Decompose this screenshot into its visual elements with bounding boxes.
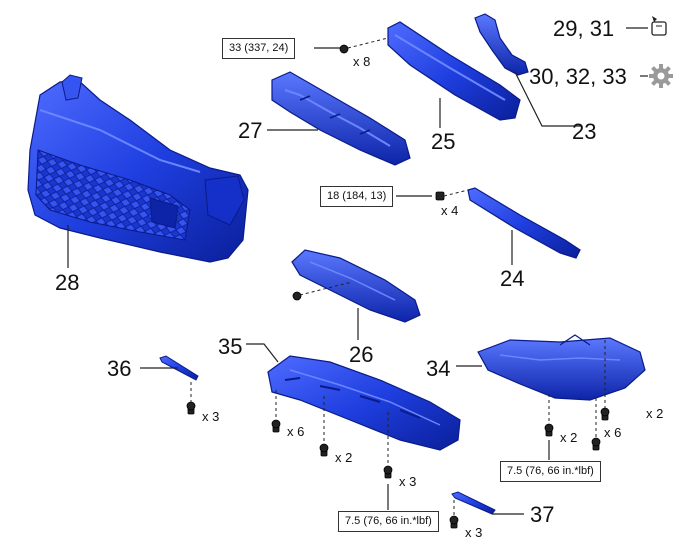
qty-bolt-25: x 8: [353, 54, 371, 69]
qty-bolt-36: x 3: [202, 409, 220, 424]
callout-37: 37: [530, 502, 555, 527]
qty-clip-35: x 2: [335, 450, 353, 465]
part-28-front-bumper-cover: [27, 74, 249, 263]
clip-35: [319, 443, 329, 457]
callout-29-31: 29, 31: [553, 16, 615, 41]
bolt-37: [449, 515, 459, 529]
clip-26: [292, 291, 302, 301]
clip-34: [591, 437, 601, 451]
bolt-34b: [600, 407, 610, 421]
bolt-34a: [544, 423, 554, 437]
callout-36: 36: [107, 356, 132, 381]
fasteners: [186, 44, 610, 529]
qty-bolt-35a: x 6: [287, 424, 305, 439]
part-34-engine-under-cover: [477, 334, 646, 401]
callout-25: 25: [431, 129, 456, 154]
torque-nut-24: 18 (184, 13): [320, 186, 394, 207]
qty-bolt-34b: x 2: [646, 406, 664, 421]
qty-clip-34: x 6: [604, 425, 622, 440]
callout-26: 26: [349, 342, 374, 367]
torque-bolt-25: 33 (337, 24): [222, 38, 296, 59]
callout-35: 35: [218, 334, 243, 359]
part-24-lower-bar: [467, 187, 581, 259]
callout-28: 28: [55, 270, 80, 295]
nut-24: [435, 191, 445, 201]
part-26-under-cover: [291, 249, 421, 323]
part-37-seal: [451, 491, 496, 515]
bolt-25: [339, 44, 349, 54]
part-27-bumper-absorber: [271, 71, 411, 166]
leader-lines: [67, 27, 648, 515]
part-23-bumper-arm: [474, 13, 529, 76]
gear-icon: [649, 64, 673, 88]
torque-cover-35: 7.5 (76, 66 in.*lbf): [338, 511, 439, 532]
qty-bolt-37: x 3: [465, 525, 483, 540]
bolt-36: [186, 401, 196, 415]
bolt-35b: [383, 465, 393, 479]
callout-23: 23: [572, 119, 597, 144]
qty-nut-24: x 4: [441, 203, 459, 218]
torque-cover-34: 7.5 (76, 66 in.*lbf): [500, 461, 601, 482]
part-25-bumper-reinforcement: [387, 21, 521, 121]
alignment-dashes: [190, 37, 606, 516]
bolt-35a: [271, 419, 281, 433]
qty-bolt-34a: x 2: [560, 430, 578, 445]
grease-applicator-icon: [651, 16, 667, 36]
part-36-seal: [159, 355, 199, 381]
callout-24: 24: [500, 266, 525, 291]
callout-27: 27: [238, 118, 263, 143]
part-35-engine-under-cover: [267, 355, 461, 451]
callout-30-32-33: 30, 32, 33: [529, 64, 627, 89]
callout-34: 34: [426, 356, 451, 381]
qty-bolt-35b: x 3: [399, 474, 417, 489]
